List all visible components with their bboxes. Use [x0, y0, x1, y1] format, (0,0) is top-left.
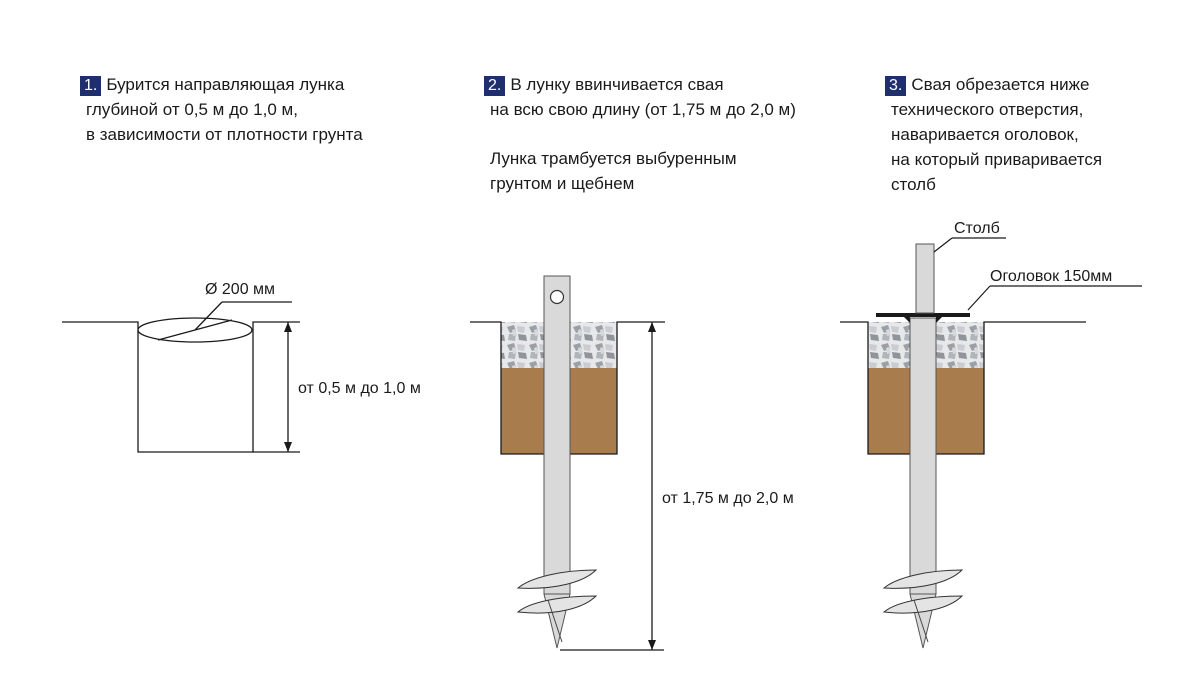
helix-blade-lower-2 [516, 595, 598, 614]
arrow-up-icon [284, 322, 292, 332]
pile-shaft-3 [909, 317, 937, 595]
cap-label: Оголовок 150мм [990, 268, 1112, 285]
step-2-extra-line-1: Лунка трамбуется выбуренным [490, 149, 737, 168]
step-3-line-1: Свая обрезается ниже [911, 75, 1090, 94]
helix-blade-upper-2 [516, 569, 598, 589]
cap-plate [876, 313, 970, 317]
step-2-extra-line-2: грунтом и щебнем [490, 174, 635, 193]
post [915, 243, 935, 314]
leader-cap [967, 285, 991, 311]
leader-post [933, 237, 953, 253]
step-3-number: 3. [885, 76, 907, 96]
hole-diagram [62, 301, 300, 453]
arrow-down-icon [648, 640, 656, 650]
leader-diameter [194, 301, 223, 331]
tech-hole-icon [549, 289, 565, 305]
step-2-line-1: В лунку ввинчивается свая [510, 75, 724, 94]
step-1-line-3: в зависимости от плотности грунта [86, 125, 363, 144]
post-diagram [840, 237, 1142, 649]
pile-diagram [470, 275, 665, 651]
step-3-line-3: наваривается оголовок, [891, 125, 1079, 144]
weld-right [936, 317, 942, 323]
helix-twist-3 [913, 599, 929, 643]
step-2-number: 2. [484, 76, 506, 96]
depth-pile-label: от 1,75 м до 2,0 м [662, 490, 794, 507]
arrow-down-icon [284, 442, 292, 452]
step-1-line-2: глубиной от 0,5 м до 1,0 м, [86, 100, 298, 119]
step-1-text: 1.Бурится направляющая лунка глубиной от… [80, 72, 363, 147]
step-1-line-1: Бурится направляющая лунка [106, 75, 345, 94]
weld-left [904, 317, 910, 323]
diameter-label: Ø 200 мм [205, 281, 275, 298]
step-3-line-2: технического отверстия, [891, 100, 1084, 119]
arrow-up-icon [648, 322, 656, 332]
pile-shaft-2 [543, 275, 571, 595]
helix-blade-lower-3 [882, 595, 964, 614]
step-1-number: 1. [80, 76, 102, 96]
step-3-line-4: на который приваривается [891, 150, 1103, 169]
step-2-line-2: на всю свою длину (от 1,75 м до 2,0 м) [490, 100, 796, 119]
ground-line-1 [62, 321, 300, 453]
depth-hole-label: от 0,5 м до 1,0 м [298, 380, 421, 397]
step-2-text: 2.В лунку ввинчивается свая на всю свою … [484, 72, 796, 196]
helix-blade-upper-3 [882, 569, 964, 589]
step-3-text: 3.Свая обрезается ниже технического отве… [885, 72, 1102, 197]
helix-twist-2 [547, 599, 563, 643]
post-label: Столб [954, 220, 1000, 237]
step-3-line-5: столб [891, 175, 936, 194]
